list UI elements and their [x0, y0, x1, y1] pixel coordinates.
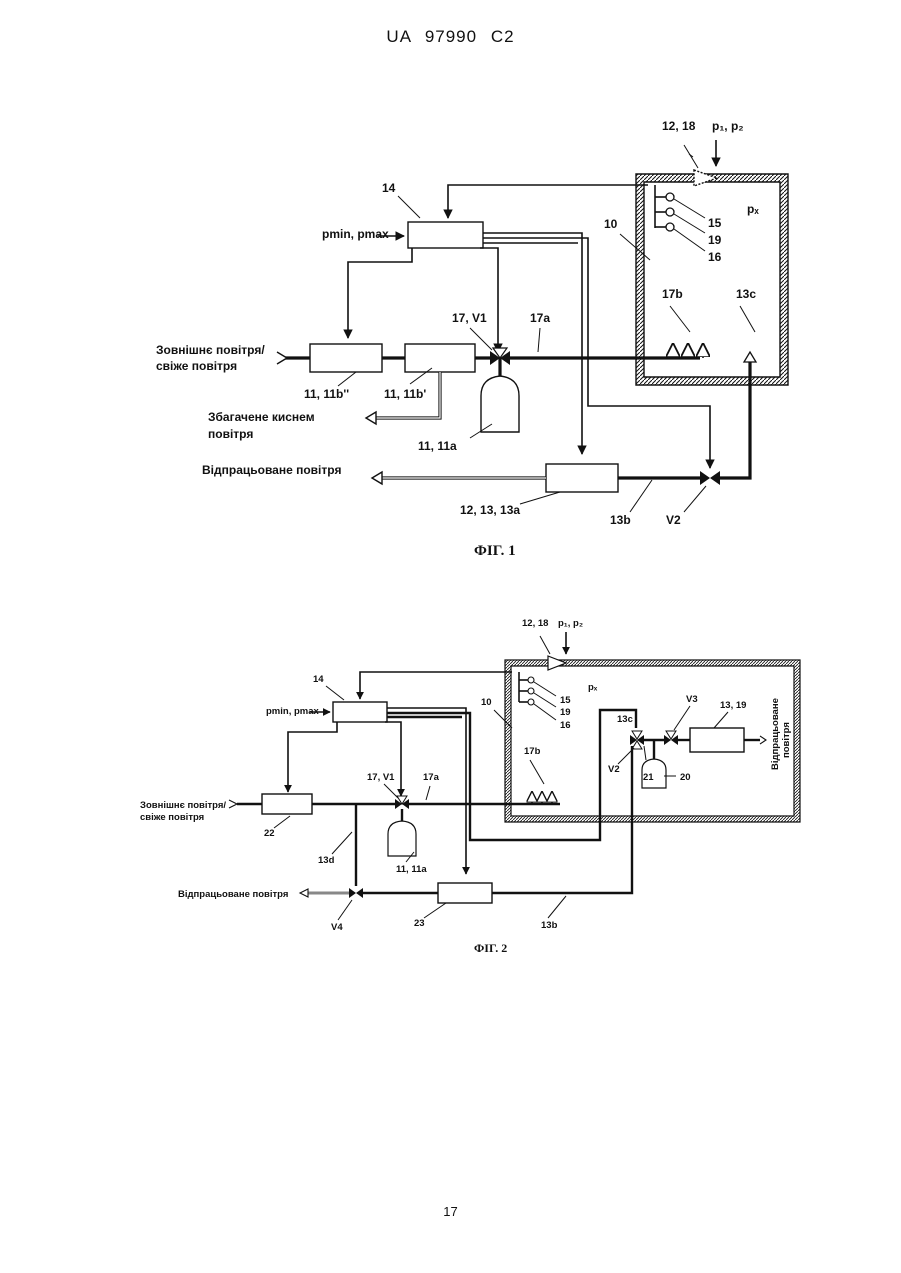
outlets-17b — [532, 792, 552, 804]
page-number: 17 — [0, 1204, 901, 1219]
label-line-13b: 13b — [610, 513, 631, 527]
label-valve-v1: 17, V1 — [367, 772, 395, 783]
room-sensors — [519, 672, 556, 720]
label-inlet-13c: 13c — [617, 714, 633, 725]
label-sensor-15: 15 — [560, 695, 571, 706]
filter-11b-prime — [405, 344, 475, 372]
valve-v1 — [490, 348, 510, 376]
label-valve-v1: 17, V1 — [452, 311, 487, 325]
label-px: pₓ — [747, 202, 759, 216]
label-sensor-12-18: 12, 18 — [522, 618, 548, 629]
label-line-13b: 13b — [541, 920, 558, 931]
label-sensor-16: 16 — [708, 250, 722, 264]
label-valve-v4: V4 — [331, 922, 343, 933]
pressure-sensor-12-18 — [548, 656, 566, 670]
label-p1-p2: p₁, p₂ — [712, 119, 744, 133]
oxygen-tank — [481, 376, 519, 432]
label-exhaust-unit: 12, 13, 13a — [460, 503, 520, 517]
label-controller-14: 14 — [313, 674, 324, 685]
figure-2-caption: ФІГ. 2 — [474, 941, 507, 955]
label-20: 20 — [680, 772, 691, 783]
label-sensor-12-18: 12, 18 — [662, 119, 696, 133]
document-id: UA 97990 C2 — [0, 27, 901, 47]
label-21: 21 — [643, 772, 654, 783]
label-enriched-1: Збагачене киснем — [208, 410, 315, 424]
label-exhaust-vertical-2: повітря — [781, 722, 792, 758]
label-p1-p2: p₁, p₂ — [558, 618, 583, 629]
unit-22 — [262, 794, 312, 814]
label-filter-11b-prime: 11, 11b' — [384, 387, 426, 401]
label-outside-air-2: свіже повітря — [140, 812, 204, 823]
figure-1-caption: ФІГ. 1 — [474, 543, 516, 559]
label-outside-air-1: Зовнішнє повітря/ — [140, 800, 226, 811]
unit-13-19 — [690, 728, 744, 752]
label-exhaust: Відпрацьоване повітря — [178, 889, 288, 900]
label-line-17a: 17a — [530, 311, 550, 325]
label-enriched-2: повітря — [208, 427, 253, 441]
label-sensor-19: 19 — [708, 233, 722, 247]
room-sensors — [655, 185, 705, 251]
label-sensor-19: 19 — [560, 707, 571, 718]
label-sensor-15: 15 — [708, 216, 722, 230]
figure-2: 12, 18 p₁, p₂ pₓ 14 pmin, pmax 15 19 16 … — [0, 610, 901, 970]
figure-1: 12, 18 p₁, p₂ pₓ 10 14 pmin, pmax 15 19 … — [0, 100, 901, 570]
label-filter-11b-double-prime: 11, 11b'' — [304, 387, 349, 401]
label-exhaust-vertical-1: Відпрацьоване — [770, 698, 781, 770]
label-room-10: 10 — [604, 217, 618, 231]
label-line-17a: 17a — [423, 772, 440, 783]
label-exhaust: Відпрацьоване повітря — [202, 463, 341, 477]
label-outlets-17b: 17b — [524, 746, 541, 757]
oxygen-tank — [388, 821, 416, 856]
label-outside-air-2: свіже повітря — [156, 359, 237, 373]
label-pmin-pmax: pmin, pmax — [322, 227, 389, 241]
label-unit-23: 23 — [414, 918, 425, 929]
controller-14 — [333, 702, 387, 722]
label-sensor-16: 16 — [560, 720, 571, 731]
label-room-10: 10 — [481, 697, 492, 708]
exhaust-unit — [546, 464, 618, 492]
valve-v4 — [349, 888, 363, 898]
valve-v1 — [395, 796, 409, 809]
label-inlet-13c: 13c — [736, 287, 756, 301]
label-tank: 11, 11a — [418, 439, 457, 453]
filter-11b-double-prime — [310, 344, 382, 372]
label-valve-v2: V2 — [608, 764, 620, 775]
label-tank: 11, 11a — [396, 864, 427, 875]
label-valve-v3: V3 — [686, 694, 698, 705]
outlets-17b — [673, 344, 703, 358]
label-valve-v2: V2 — [666, 513, 681, 527]
controller-14 — [408, 222, 483, 248]
label-controller-14: 14 — [382, 181, 396, 195]
room-10 — [636, 174, 788, 385]
label-unit-13-19: 13, 19 — [720, 700, 746, 711]
label-outlets-17b: 17b — [662, 287, 683, 301]
valve-v3 — [664, 731, 678, 745]
valve-v2 — [700, 471, 720, 485]
label-outside-air-1: Зовнішнє повітря/ — [156, 343, 265, 357]
label-px: pₓ — [588, 682, 598, 693]
label-unit-22: 22 — [264, 828, 275, 839]
unit-23 — [438, 883, 492, 903]
label-line-13d: 13d — [318, 855, 335, 866]
